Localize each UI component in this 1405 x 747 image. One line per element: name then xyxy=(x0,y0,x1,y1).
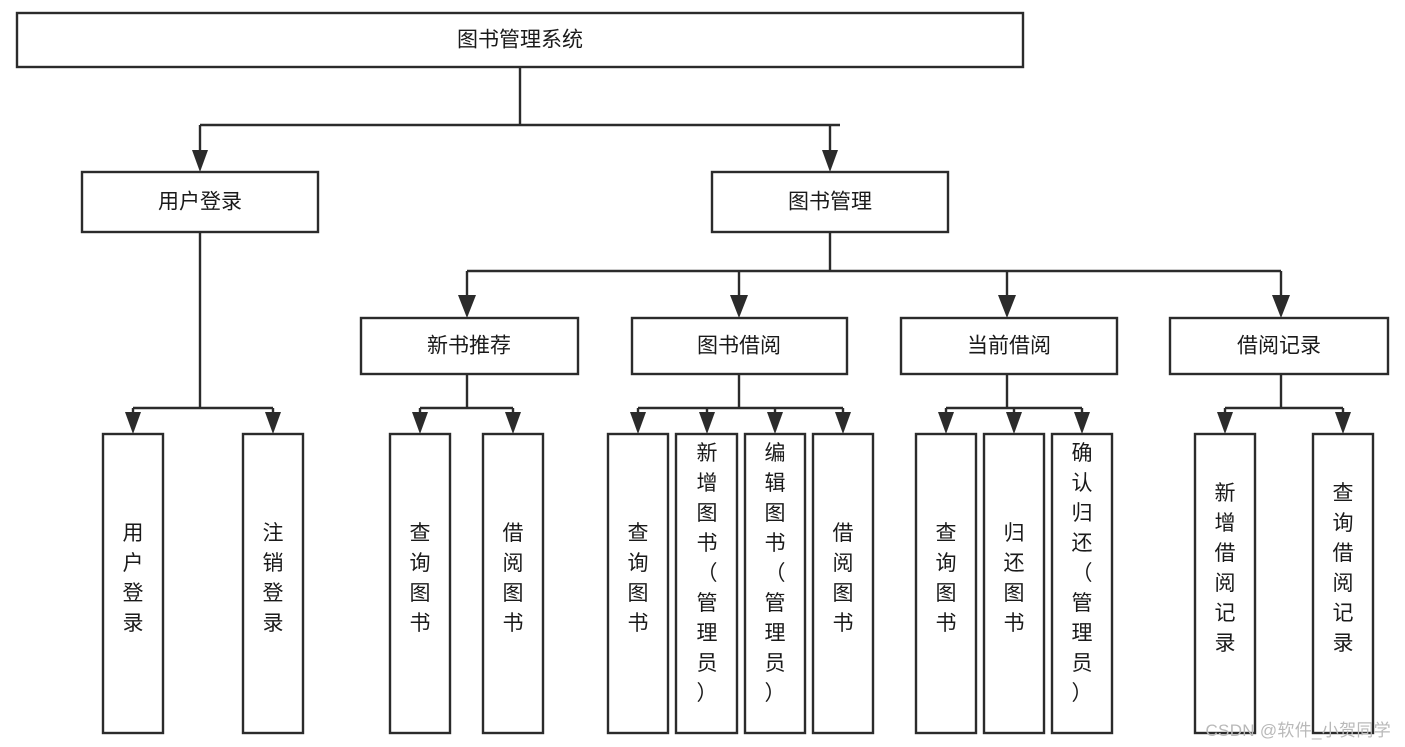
node-user-login-label: 用户登录 xyxy=(158,191,242,214)
arrowhead-book-borrow xyxy=(730,295,748,318)
node-leaf-borrow-book-2-label: 借阅图书 xyxy=(833,522,854,635)
node-root-box[interactable] xyxy=(15,11,1025,69)
node-leaf-query-book-3-box[interactable] xyxy=(914,432,978,735)
arrowhead-leaf-borrow-book-2 xyxy=(835,412,851,434)
node-leaf-query-record-box[interactable] xyxy=(1311,432,1375,735)
arrowhead-leaf-logout xyxy=(265,412,281,434)
arrowhead-leaf-query-book-3 xyxy=(938,412,954,434)
node-leaf-return-book-box[interactable] xyxy=(982,432,1046,735)
node-leaf-query-book-1[interactable]: 查询图书 xyxy=(388,432,452,735)
node-leaf-add-record[interactable]: 新增借阅记录 xyxy=(1193,432,1257,735)
arrowhead-leaf-borrow-book-1 xyxy=(505,412,521,434)
arrowhead-new-book-rec xyxy=(458,295,476,318)
node-book-manage-label: 图书管理 xyxy=(788,191,872,214)
node-current-borrow[interactable]: 当前借阅 xyxy=(899,316,1119,376)
node-leaf-borrow-book-2[interactable]: 借阅图书 xyxy=(811,432,875,735)
node-current-borrow-box[interactable] xyxy=(899,316,1119,376)
node-borrow-record-label: 借阅记录 xyxy=(1237,335,1321,358)
node-leaf-user-login[interactable]: 用户登录 xyxy=(101,432,165,735)
node-leaf-borrow-book-1-box[interactable] xyxy=(481,432,545,735)
arrowhead-user-login xyxy=(192,150,208,172)
node-leaf-add-book-box[interactable] xyxy=(674,432,739,735)
node-leaf-query-book-2-box[interactable] xyxy=(606,432,670,735)
node-leaf-confirm-return-label: 确认归还（管理员） xyxy=(1072,442,1093,705)
node-leaf-logout-box[interactable] xyxy=(241,432,305,735)
node-root[interactable]: 图书管理系统 xyxy=(15,11,1025,69)
node-leaf-edit-book-box[interactable] xyxy=(743,432,807,735)
node-leaf-query-book-1-label: 查询图书 xyxy=(410,522,431,635)
connector-group-borrow-record-to-leaves xyxy=(1217,374,1351,434)
node-leaf-edit-book[interactable]: 编辑图书（管理员） xyxy=(743,432,807,735)
node-leaf-add-record-box[interactable] xyxy=(1193,432,1257,735)
arrowhead-leaf-confirm-return xyxy=(1074,412,1090,434)
node-leaf-borrow-book-2-box[interactable] xyxy=(811,432,875,735)
node-book-borrow-label: 图书借阅 xyxy=(697,335,781,358)
node-leaf-logout[interactable]: 注销登录 xyxy=(241,432,305,735)
node-new-book-rec-box[interactable] xyxy=(359,316,580,376)
arrowhead-leaf-query-book-1 xyxy=(412,412,428,434)
arrowhead-leaf-return-book xyxy=(1006,412,1022,434)
node-current-borrow-label: 当前借阅 xyxy=(967,335,1051,358)
node-user-login-box[interactable] xyxy=(80,170,320,234)
arrowhead-book-manage xyxy=(822,150,838,172)
node-borrow-record[interactable]: 借阅记录 xyxy=(1168,316,1390,376)
arrowhead-leaf-query-record xyxy=(1335,412,1351,434)
node-book-borrow[interactable]: 图书借阅 xyxy=(630,316,849,376)
node-leaf-add-book[interactable]: 新增图书（管理员） xyxy=(674,432,739,735)
node-book-borrow-box[interactable] xyxy=(630,316,849,376)
connector-group-new-book-rec-to-leaves xyxy=(412,374,521,434)
node-leaf-borrow-book-1-label: 借阅图书 xyxy=(503,522,524,635)
node-leaf-query-book-3-label: 查询图书 xyxy=(936,522,957,635)
node-user-login[interactable]: 用户登录 xyxy=(80,170,320,234)
arrowhead-leaf-query-book-2 xyxy=(630,412,646,434)
arrowhead-leaf-user-login xyxy=(125,412,141,434)
node-leaf-return-book-label: 归还图书 xyxy=(1004,522,1025,635)
node-leaf-query-record[interactable]: 查询借阅记录 xyxy=(1311,432,1375,735)
node-leaf-user-login-label: 用户登录 xyxy=(123,522,144,635)
connector-group-current-borrow-to-leaves xyxy=(938,374,1090,434)
node-leaf-borrow-book-1[interactable]: 借阅图书 xyxy=(481,432,545,735)
node-leaf-query-record-label: 查询借阅记录 xyxy=(1333,482,1354,655)
node-leaf-query-book-2[interactable]: 查询图书 xyxy=(606,432,670,735)
node-root-label: 图书管理系统 xyxy=(457,29,583,52)
node-leaf-edit-book-label: 编辑图书（管理员） xyxy=(765,442,786,705)
node-leaf-query-book-1-box[interactable] xyxy=(388,432,452,735)
connector-group-book-borrow-to-leaves xyxy=(630,374,851,434)
node-leaf-confirm-return[interactable]: 确认归还（管理员） xyxy=(1050,432,1114,735)
node-new-book-rec-label: 新书推荐 xyxy=(427,335,511,358)
node-book-manage-box[interactable] xyxy=(710,170,950,234)
connector-group-root-to-level2 xyxy=(192,67,840,172)
node-leaf-user-login-box[interactable] xyxy=(101,432,165,735)
node-leaf-query-book-2-label: 查询图书 xyxy=(628,522,649,635)
arrowhead-leaf-add-book xyxy=(699,412,715,434)
connector-group-book-manage-to-level3 xyxy=(458,232,1290,318)
node-leaf-return-book[interactable]: 归还图书 xyxy=(982,432,1046,735)
arrowhead-borrow-record xyxy=(1272,295,1290,318)
node-leaf-query-book-3[interactable]: 查询图书 xyxy=(914,432,978,735)
node-leaf-add-record-label: 新增借阅记录 xyxy=(1215,482,1236,655)
arrowhead-leaf-add-record xyxy=(1217,412,1233,434)
arrowhead-current-borrow xyxy=(998,295,1016,318)
node-book-manage[interactable]: 图书管理 xyxy=(710,170,950,234)
arrowhead-leaf-edit-book xyxy=(767,412,783,434)
node-borrow-record-box[interactable] xyxy=(1168,316,1390,376)
node-new-book-rec[interactable]: 新书推荐 xyxy=(359,316,580,376)
node-leaf-confirm-return-box[interactable] xyxy=(1050,432,1114,735)
connector-group-user-login-to-leaves xyxy=(125,232,281,434)
node-leaf-logout-label: 注销登录 xyxy=(263,522,284,635)
node-leaf-add-book-label: 新增图书（管理员） xyxy=(697,442,718,705)
